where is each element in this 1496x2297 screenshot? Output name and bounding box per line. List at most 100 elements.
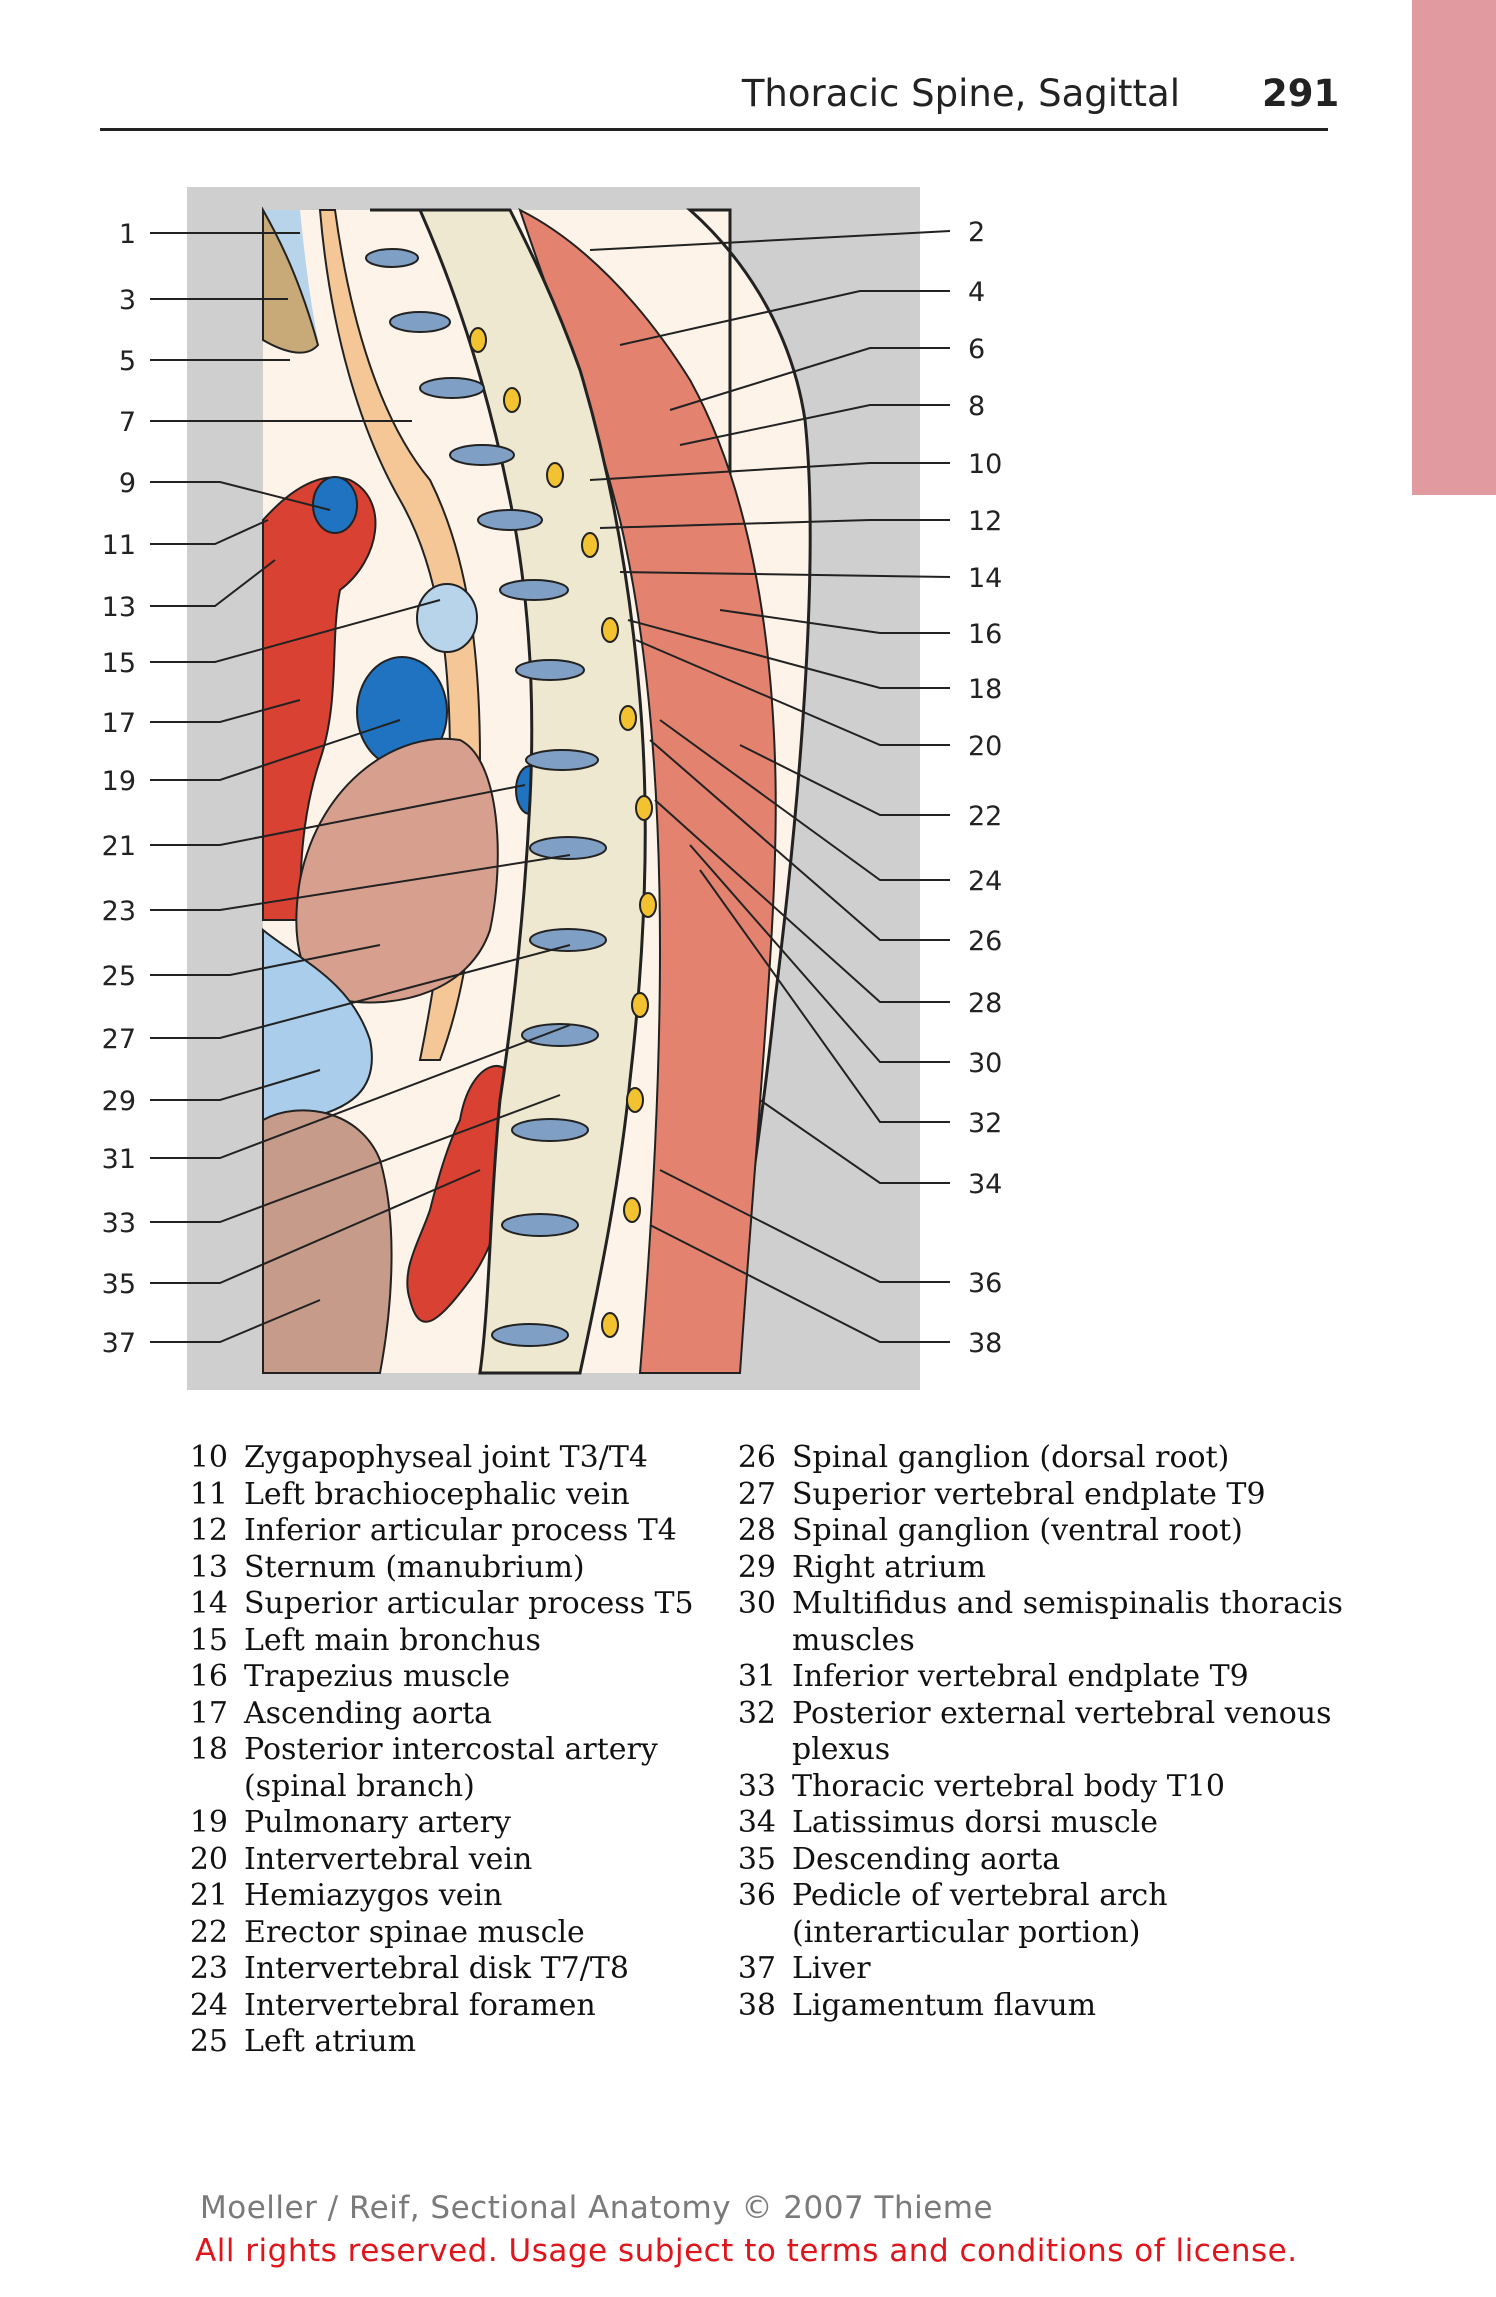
label-27: 27 [102, 1024, 136, 1055]
label-31: 31 [102, 1144, 136, 1175]
legend-text: Spinal ganglion (dorsal root) [792, 1440, 1230, 1475]
ganglion [626, 1087, 644, 1113]
legend-number: 20 [189, 1841, 228, 1877]
legend-text: Ascending aorta [244, 1695, 493, 1731]
legend-number: 35 [737, 1841, 776, 1877]
disk [529, 836, 607, 860]
legend-number: 33 [737, 1768, 776, 1804]
label-36: 36 [968, 1268, 1002, 1299]
disk [477, 509, 543, 531]
label-13: 13 [102, 592, 136, 623]
disk [525, 749, 599, 771]
ganglion [469, 327, 487, 353]
legend-entry: 37 Liver [728, 1951, 1348, 1988]
legend-text: Intervertebral disk T7/T8 [244, 1951, 629, 1986]
label-11: 11 [102, 530, 136, 561]
legend-number: 36 [737, 1878, 776, 1913]
disk [491, 1323, 569, 1347]
liver [262, 1109, 393, 1374]
legend-text: Hemiazygos vein [244, 1878, 503, 1913]
disk [501, 1213, 579, 1237]
legend-number: 17 [189, 1695, 228, 1731]
legend-text: Inferior articular process T4 [244, 1513, 677, 1548]
label-26: 26 [968, 926, 1002, 957]
legend-text: Posterior external vertebral venous plex… [792, 1695, 1332, 1768]
label-9: 9 [119, 468, 136, 499]
disk [511, 1118, 589, 1142]
label-15: 15 [102, 648, 136, 679]
ganglion [619, 705, 637, 731]
brachiocephalic-vein [312, 476, 358, 534]
legend-text: Left brachiocephalic vein [244, 1476, 630, 1512]
page-number: 291 [1262, 72, 1340, 115]
label-8: 8 [968, 391, 985, 422]
legend-text: Sternum (manubrium) [244, 1549, 585, 1585]
legend-text: Pedicle of vertebral arch (interarticula… [792, 1878, 1168, 1950]
legend-text: Liver [792, 1951, 871, 1986]
label-25: 25 [102, 961, 136, 992]
legend-text: Multifidus and semispinalis thoracis mus… [792, 1586, 1343, 1658]
legend-number: 13 [189, 1549, 228, 1585]
legend-text: Posterior intercostal artery (spinal bra… [244, 1732, 658, 1804]
legend-number: 11 [189, 1476, 228, 1512]
legend-number: 37 [737, 1951, 776, 1986]
back-muscles [518, 208, 777, 1374]
label-10: 10 [968, 449, 1002, 480]
label-3: 3 [119, 285, 136, 316]
sagittal-section-illustration: 1 3 5 7 9 11 13 15 17 19 21 23 25 27 29 … [102, 187, 1002, 1390]
ganglion [581, 532, 599, 558]
right-labels: 2 4 6 8 10 12 14 16 18 20 22 24 26 28 30… [968, 217, 1002, 1359]
label-6: 6 [968, 334, 985, 365]
label-32: 32 [968, 1108, 1002, 1139]
label-24: 24 [968, 866, 1002, 897]
legend-entry: 17 Ascending aorta [180, 1696, 720, 1733]
label-30: 30 [968, 1048, 1002, 1079]
legend-text: Left atrium [244, 2024, 417, 2059]
legend-number: 38 [737, 1987, 776, 2023]
legend-entry: 13 Sternum (manubrium) [180, 1550, 720, 1587]
label-18: 18 [968, 674, 1002, 705]
legend-number: 34 [737, 1805, 776, 1840]
label-14: 14 [968, 563, 1002, 594]
legend-number: 21 [189, 1878, 228, 1913]
disk [515, 659, 585, 681]
disk [521, 1023, 599, 1047]
label-12: 12 [968, 506, 1002, 537]
legend-entry: 21 Hemiazygos vein [180, 1878, 720, 1915]
label-17: 17 [102, 708, 136, 739]
legend-number: 30 [737, 1586, 776, 1621]
legend-text: Right atrium [792, 1549, 986, 1585]
legend-number: 26 [737, 1440, 776, 1475]
disk [449, 444, 515, 466]
legend-text: Trapezius muscle [244, 1659, 511, 1694]
legend-number: 19 [189, 1805, 228, 1840]
legend-number: 16 [189, 1659, 228, 1694]
legend-text: Superior vertebral endplate T9 [792, 1476, 1266, 1512]
legend-number: 15 [189, 1622, 228, 1658]
legend-number: 32 [737, 1695, 776, 1731]
label-7: 7 [119, 407, 136, 438]
disk [499, 579, 569, 601]
ganglion [623, 1197, 641, 1223]
legend-entry: 34 Latissimus dorsi muscle [728, 1805, 1348, 1842]
sternum-region [262, 206, 320, 354]
legend-number: 14 [189, 1586, 228, 1621]
label-20: 20 [968, 731, 1002, 762]
legend-number: 12 [189, 1513, 228, 1548]
chapter-tab [1412, 0, 1496, 495]
legend-entry: 16 Trapezius muscle [180, 1659, 720, 1696]
label-38: 38 [968, 1328, 1002, 1359]
copyright-credit: Moeller / Reif, Sectional Anatomy © 2007… [200, 2190, 994, 2226]
legend-text: Latissimus dorsi muscle [792, 1805, 1158, 1840]
left-labels: 1 3 5 7 9 11 13 15 17 19 21 23 25 27 29 … [102, 219, 136, 1359]
